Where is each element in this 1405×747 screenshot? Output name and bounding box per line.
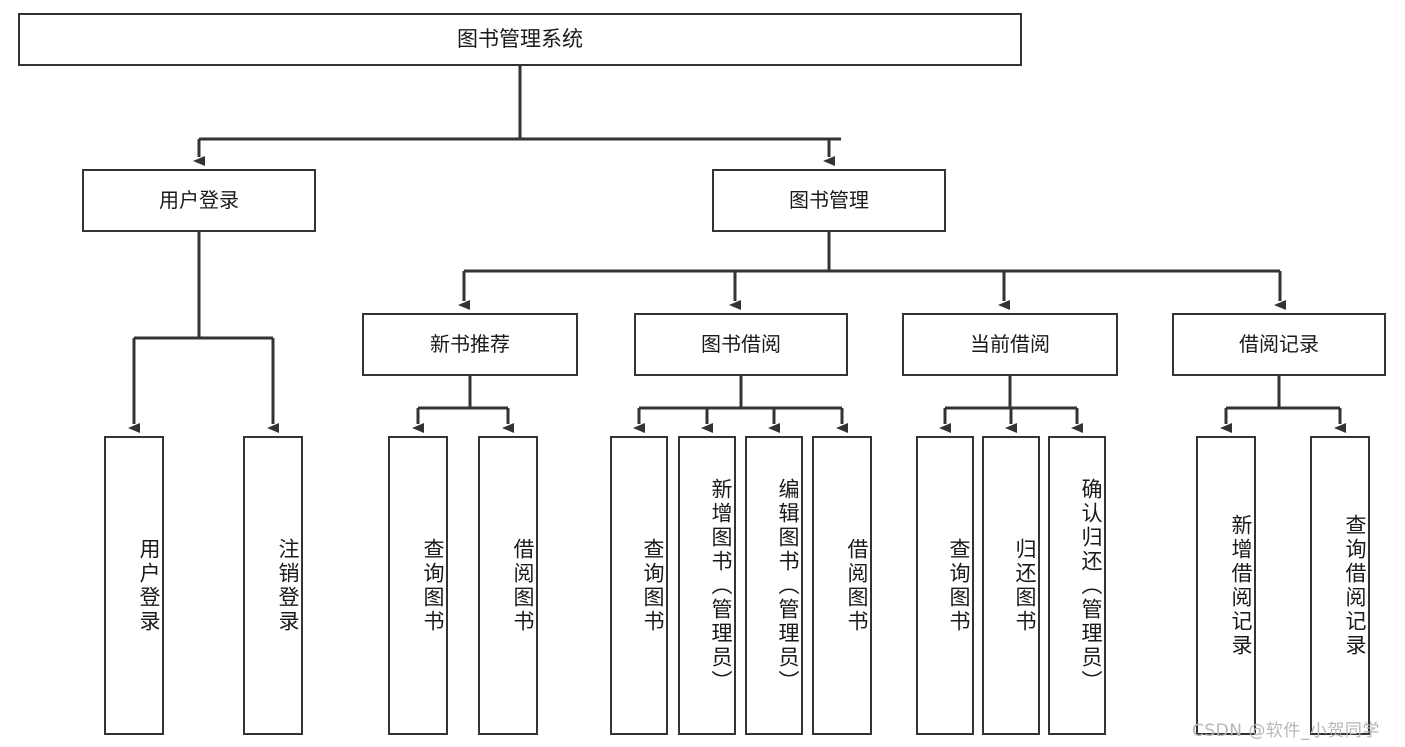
leaf-confirm-return-label: 确认归还（管理员）	[1079, 477, 1103, 694]
node-user-login[interactable]: 用户登录	[82, 169, 316, 232]
leaf-rec-query-book-label: 查询图书	[421, 537, 445, 634]
node-root[interactable]: 图书管理系统	[18, 13, 1022, 66]
leaf-add-book[interactable]: 新增图书（管理员）	[678, 436, 736, 735]
node-new-book-rec[interactable]: 新书推荐	[362, 313, 578, 376]
leaf-borrow-query-book-label: 查询图书	[641, 537, 665, 634]
leaf-edit-book-label: 编辑图书（管理员）	[776, 477, 800, 694]
leaf-return-book[interactable]: 归还图书	[982, 436, 1040, 735]
leaf-borrow-query-book[interactable]: 查询图书	[610, 436, 668, 735]
leaf-cur-query-book[interactable]: 查询图书	[916, 436, 974, 735]
node-user-login-label: 用户登录	[159, 188, 239, 212]
leaf-add-record[interactable]: 新增借阅记录	[1196, 436, 1256, 735]
node-borrow-record[interactable]: 借阅记录	[1172, 313, 1386, 376]
node-book-borrow[interactable]: 图书借阅	[634, 313, 848, 376]
leaf-query-record-label: 查询借阅记录	[1343, 513, 1367, 658]
node-current-borrow[interactable]: 当前借阅	[902, 313, 1118, 376]
leaf-borrow-book[interactable]: 借阅图书	[812, 436, 872, 735]
node-book-borrow-label: 图书借阅	[701, 332, 781, 356]
leaf-user-login[interactable]: 用户登录	[104, 436, 164, 735]
leaf-confirm-return[interactable]: 确认归还（管理员）	[1048, 436, 1106, 735]
node-current-borrow-label: 当前借阅	[970, 332, 1050, 356]
leaf-rec-query-book[interactable]: 查询图书	[388, 436, 448, 735]
node-book-manage[interactable]: 图书管理	[712, 169, 946, 232]
leaf-logout[interactable]: 注销登录	[243, 436, 303, 735]
leaf-rec-borrow-book[interactable]: 借阅图书	[478, 436, 538, 735]
leaf-rec-borrow-book-label: 借阅图书	[511, 537, 535, 634]
watermark: CSDN @软件_小贺同学	[1192, 721, 1380, 741]
leaf-logout-label: 注销登录	[276, 537, 300, 634]
leaf-query-record[interactable]: 查询借阅记录	[1310, 436, 1370, 735]
leaf-edit-book[interactable]: 编辑图书（管理员）	[745, 436, 803, 735]
node-root-label: 图书管理系统	[457, 27, 583, 52]
leaf-user-login-label: 用户登录	[137, 537, 161, 634]
leaf-add-record-label: 新增借阅记录	[1229, 513, 1253, 658]
leaf-borrow-book-label: 借阅图书	[845, 537, 869, 634]
leaf-return-book-label: 归还图书	[1013, 537, 1037, 634]
leaf-cur-query-book-label: 查询图书	[947, 537, 971, 634]
node-borrow-record-label: 借阅记录	[1239, 332, 1319, 356]
node-book-manage-label: 图书管理	[789, 188, 869, 212]
node-new-book-rec-label: 新书推荐	[430, 332, 510, 356]
leaf-add-book-label: 新增图书（管理员）	[709, 477, 733, 694]
